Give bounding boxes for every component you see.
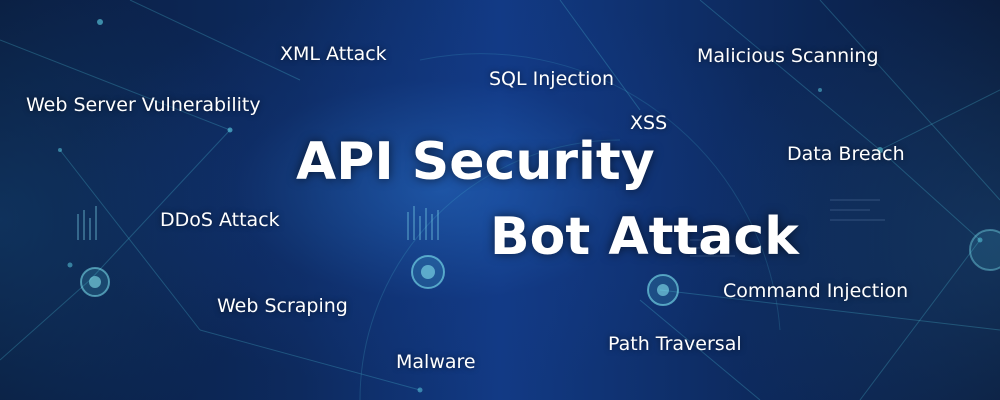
term-web-server-vulnerability: Web Server Vulnerability: [26, 94, 261, 116]
term-malicious-scanning: Malicious Scanning: [697, 45, 879, 67]
headline-api-security: API Security: [296, 132, 655, 192]
term-xss: XSS: [630, 112, 668, 134]
term-command-injection: Command Injection: [723, 280, 909, 302]
term-data-breach: Data Breach: [787, 143, 905, 165]
term-web-scraping: Web Scraping: [217, 295, 348, 317]
term-sql-injection: SQL Injection: [489, 68, 615, 90]
term-path-traversal: Path Traversal: [608, 333, 742, 355]
headline-bot-attack: Bot Attack: [490, 207, 799, 267]
term-ddos-attack: DDoS Attack: [160, 209, 280, 231]
term-xml-attack: XML Attack: [280, 43, 387, 65]
term-malware: Malware: [396, 351, 476, 373]
